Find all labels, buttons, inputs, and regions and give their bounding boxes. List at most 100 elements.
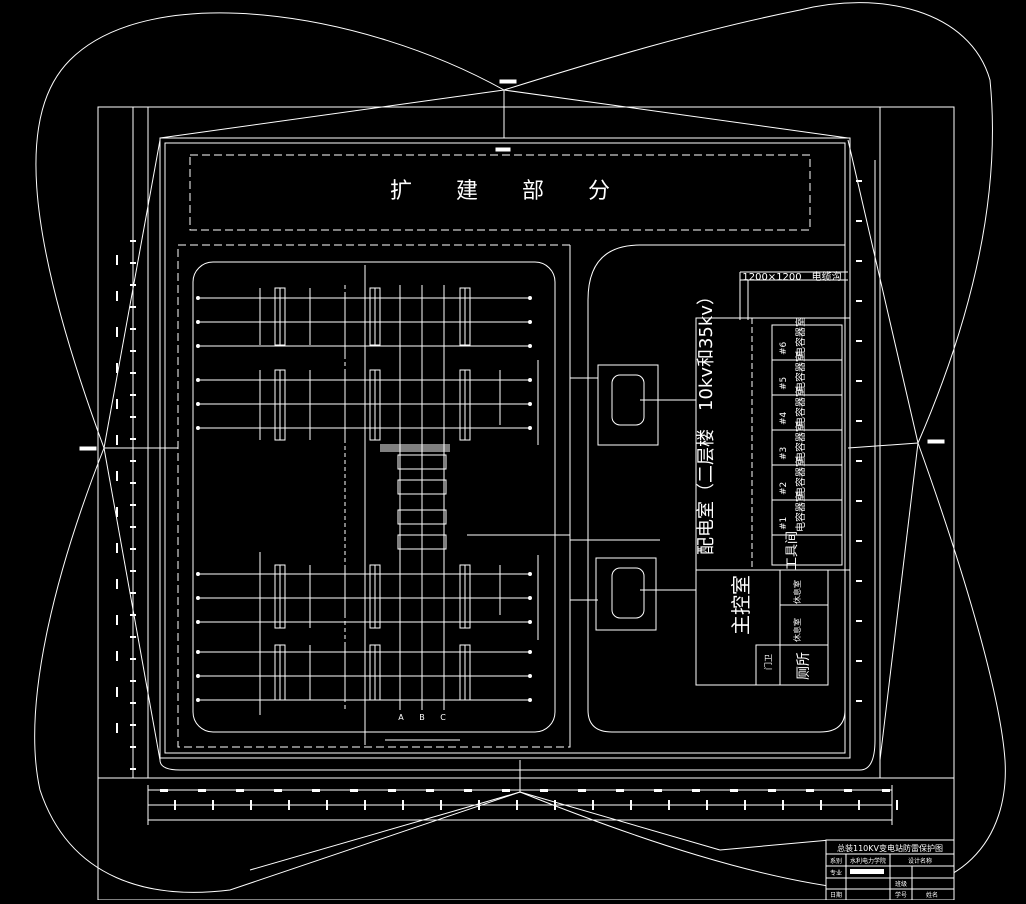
- small-room-a-label: 休息室: [792, 580, 802, 604]
- dimension-tick: [856, 300, 862, 302]
- dimension-tick: [312, 789, 320, 792]
- distribution-building: [695, 317, 851, 571]
- dimension-tick: [130, 526, 136, 528]
- dimension-tick: [116, 507, 118, 517]
- tangent-line: [159, 89, 505, 139]
- main-control-label: 主控室: [729, 575, 753, 635]
- dimension-tick: [844, 789, 852, 792]
- dimension-tick: [116, 255, 118, 265]
- dimension-tick: [426, 789, 434, 792]
- capacitor-room-number: #3: [779, 447, 789, 460]
- tangent-line: [719, 839, 831, 851]
- dimension-tick: [326, 800, 328, 810]
- substation-wall-inner: [164, 142, 846, 754]
- door-room: [755, 644, 781, 686]
- feeder-terminal: [196, 650, 200, 654]
- dimension-tick: [130, 284, 136, 286]
- feeder-terminal: [196, 296, 200, 300]
- feeder-terminal: [196, 620, 200, 624]
- row-label: 日期: [830, 891, 842, 899]
- dimension-tick: [274, 789, 282, 792]
- dimension-tick: [236, 789, 244, 792]
- tangent-line: [103, 139, 161, 449]
- feeder-terminal: [528, 698, 532, 702]
- breaker-frame: [369, 564, 381, 629]
- feeder-terminal: [528, 620, 532, 624]
- switchyard-boundary: [177, 244, 571, 748]
- dimension-tick: [116, 651, 118, 661]
- breaker-frame: [459, 644, 471, 701]
- dimension-tick: [198, 789, 206, 792]
- bay-letter-b: B: [419, 713, 425, 722]
- cable-trench: [739, 271, 848, 320]
- breaker-frame: [274, 644, 286, 701]
- dimension-tick: [130, 658, 136, 660]
- feeder-terminal: [196, 426, 200, 430]
- breaker-frame: [459, 564, 471, 629]
- dimension-tick: [516, 800, 518, 810]
- dimension-tick: [130, 328, 136, 330]
- dimension-tick: [130, 350, 136, 352]
- feeder-terminal: [196, 572, 200, 576]
- breaker-frame: [459, 369, 471, 441]
- capacitor-room-number: #4: [779, 411, 789, 425]
- dimension-tick: [116, 471, 118, 481]
- dimension-tick: [130, 460, 136, 462]
- dimension-tick: [856, 380, 862, 382]
- tangent-line: [847, 442, 919, 449]
- dimension-tick: [858, 800, 860, 810]
- dimension-tick: [744, 800, 746, 810]
- door-room-label: 门卫: [763, 654, 773, 670]
- capacitor-room-name: 电容器室: [794, 387, 807, 427]
- dimension-tick: [478, 800, 480, 810]
- dimension-tick: [402, 800, 404, 810]
- dimension-tick: [130, 262, 136, 264]
- breaker-frame: [274, 287, 286, 346]
- feeder-terminal: [528, 650, 532, 654]
- dimension-tick: [130, 548, 136, 550]
- dimension-tick: [116, 363, 118, 373]
- dimension-tick: [130, 680, 136, 682]
- feeder-terminal: [528, 402, 532, 406]
- dimension-tick: [130, 372, 136, 374]
- distribution-building-label: 配电室（二层楼 10kv和35kv）: [696, 287, 717, 555]
- substation-wall-outer: [159, 137, 851, 759]
- feeder-terminal: [528, 344, 532, 348]
- row-label: 系别: [830, 857, 842, 865]
- feeder-terminal: [528, 378, 532, 382]
- dimension-tick: [554, 800, 556, 810]
- dimension-tick: [116, 291, 118, 301]
- feeder-terminal: [528, 674, 532, 678]
- transformer-2: [595, 557, 657, 631]
- dimension-tick: [116, 723, 118, 733]
- capacitor-room-name: 电容器室: [794, 317, 807, 357]
- transformer-1: [597, 364, 659, 446]
- switchyard-road: [192, 261, 556, 733]
- feeder-terminal: [196, 402, 200, 406]
- dimension-tick: [116, 435, 118, 445]
- bus-tie-equipment: [397, 509, 447, 525]
- row-extra: 学号: [895, 891, 907, 899]
- dimension-tick: [856, 580, 862, 582]
- cable-trench-label: 1200×1200 电缆沟: [742, 270, 841, 283]
- row-extra: 设计名称: [908, 857, 932, 865]
- dimension-tick: [350, 789, 358, 792]
- switchyard-equipment: [196, 245, 571, 747]
- capacitor-room-number: #6: [779, 341, 789, 355]
- dimension-tick: [502, 789, 510, 792]
- tangent-line: [519, 791, 721, 851]
- breaker-frame: [274, 564, 286, 629]
- dimension-tick: [578, 789, 586, 792]
- feeder-terminal: [528, 426, 532, 430]
- tangent-line: [879, 442, 919, 761]
- dimension-tick: [856, 260, 862, 262]
- dimension-tick: [856, 500, 862, 502]
- dimension-tick: [856, 420, 862, 422]
- dimension-tick: [130, 394, 136, 396]
- capacitor-room-number: #5: [779, 377, 789, 390]
- row-extra: 班级: [895, 880, 907, 888]
- tangent-line: [847, 139, 919, 444]
- tangent-line: [503, 89, 849, 139]
- feeder-terminal: [196, 596, 200, 600]
- dimension-tick: [116, 687, 118, 697]
